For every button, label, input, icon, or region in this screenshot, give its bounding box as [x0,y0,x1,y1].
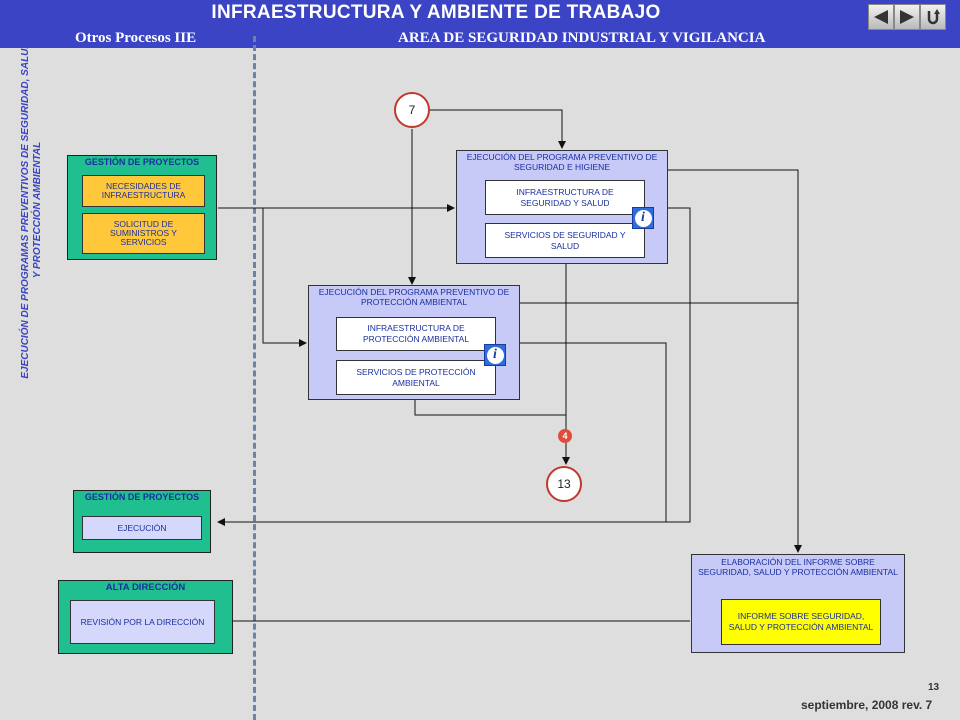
gestion-proyectos-top-title: GESTIÓN DE PROYECTOS [84,157,200,167]
alta-direccion-title: ALTA DIRECCIÓN [105,582,186,593]
revision-direccion-box[interactable]: REVISIÓN POR LA DIRECCIÓN [70,600,215,644]
divider-dashed-line [253,36,256,720]
info-icon[interactable]: i [484,344,506,366]
back-arrow-icon[interactable] [868,4,894,30]
forward-arrow-icon[interactable] [894,4,920,30]
footer-date: septiembre, 2008 rev. 7 [801,698,933,712]
informe-title: ELABORACIÓN DEL INFORME SOBRE SEGURIDAD,… [698,557,898,577]
solicitud-suministros-box[interactable]: SOLICITUD DE SUMINISTROS Y SERVICIOS [82,213,205,254]
return-icon[interactable] [920,4,946,30]
info-icon[interactable]: i [632,207,654,229]
left-subtitle: Otros Procesos IIE [75,30,197,46]
programa-ambiental-title: EJECUCIÓN DEL PROGRAMA PREVENTIVO DE PRO… [318,287,510,307]
necesidades-infraestructura-box[interactable]: NECESIDADES DE INFRAESTRUCTURA [82,175,205,207]
header-bar: INFRAESTRUCTURA Y AMBIENTE DE TRABAJO Ot… [0,0,960,48]
gestion-proyectos-top: GESTIÓN DE PROYECTOS NECESIDADES DE INFR… [67,155,217,260]
programa-ambiental-box: EJECUCIÓN DEL PROGRAMA PREVENTIVO DE PRO… [308,285,520,400]
infraestructura-ambiental-box[interactable]: INFRAESTRUCTURA DE PROTECCIÓN AMBIENTAL [336,317,496,351]
ejecucion-box[interactable]: EJECUCIÓN [82,516,202,540]
infraestructura-seguridad-box[interactable]: INFRAESTRUCTURA DE SEGURIDAD Y SALUD [485,180,645,215]
alta-direccion: ALTA DIRECCIÓN REVISIÓN POR LA DIRECCIÓN [58,580,233,654]
page-title: INFRAESTRUCTURA Y AMBIENTE DE TRABAJO [211,2,661,23]
servicios-ambiental-box[interactable]: SERVICIOS DE PROTECCIÓN AMBIENTAL [336,360,496,395]
informe-box: ELABORACIÓN DEL INFORME SOBRE SEGURIDAD,… [691,554,905,653]
gestion-proyectos-bottom: GESTIÓN DE PROYECTOS EJECUCIÓN [73,490,211,553]
programa-seguridad-box: EJECUCIÓN DEL PROGRAMA PREVENTIVO DE SEG… [456,150,668,264]
servicios-seguridad-box[interactable]: SERVICIOS DE SEGURIDAD Y SALUD [485,223,645,258]
informe-seguridad-box[interactable]: INFORME SOBRE SEGURIDAD, SALUD Y PROTECC… [721,599,881,645]
connector-7[interactable]: 7 [394,92,430,128]
gestion-proyectos-bottom-title: GESTIÓN DE PROYECTOS [84,492,200,502]
page-number: 13 [928,682,940,693]
right-subtitle: AREA DE SEGURIDAD INDUSTRIAL Y VIGILANCI… [398,30,766,46]
step-badge: 4 [558,429,572,443]
connector-13[interactable]: 13 [546,466,582,502]
programa-seguridad-title: EJECUCIÓN DEL PROGRAMA PREVENTIVO DE SEG… [466,152,658,172]
